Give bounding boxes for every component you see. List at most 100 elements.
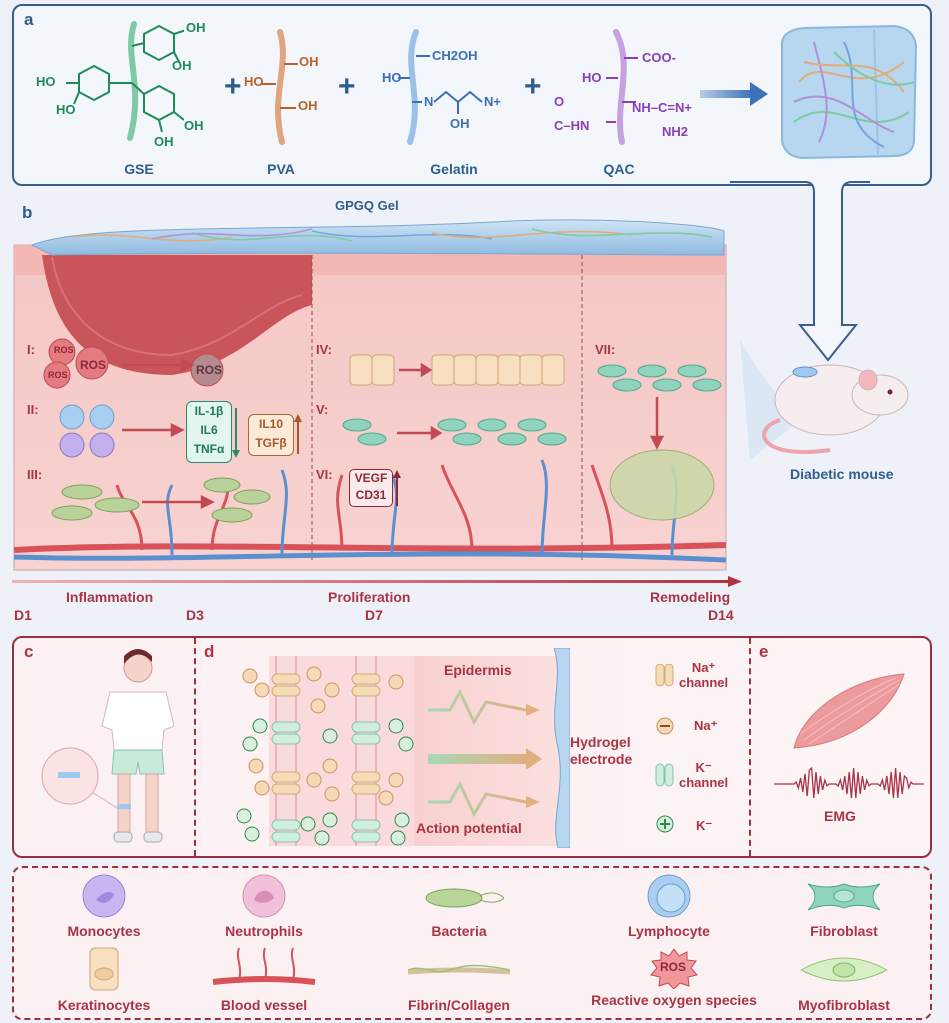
phase-label: Inflammation	[66, 589, 154, 605]
legend-label: Reactive oxygen species	[591, 992, 757, 1008]
qac-group: COO-	[642, 50, 676, 65]
panel-letter-e: e	[759, 642, 769, 661]
flow-arrow-icon	[730, 181, 870, 362]
reaction-arrow-icon	[700, 82, 768, 106]
legend-label: Myofibroblast	[798, 997, 890, 1013]
marker: CD31	[355, 488, 387, 502]
panel-a: a OH OH HO HO OH OH GSE + OH HO OH PVA +	[12, 4, 932, 186]
gelatin-group: OH	[450, 116, 470, 131]
plus-sign: +	[524, 70, 542, 103]
cytokine: IL10	[258, 417, 283, 431]
divider	[194, 638, 196, 856]
action-potential-label: Action potential	[416, 820, 522, 836]
epidermis-region	[414, 656, 564, 846]
day-label: D1	[14, 607, 32, 623]
qac-label: QAC	[603, 161, 635, 177]
gse-group: OH	[154, 134, 174, 149]
monocyte-icon	[82, 874, 126, 918]
qac-group: O	[554, 94, 565, 109]
legend-label: Blood vessel	[220, 997, 308, 1013]
pro-inflammatory-box: IL-1β IL6 TNFα	[186, 401, 232, 463]
legend-item-monocytes: Monocytes	[19, 874, 189, 939]
gse-group: OH	[172, 58, 192, 73]
neutrophil-icon	[242, 874, 286, 918]
angiogenesis-box: VEGF CD31	[349, 469, 393, 507]
legend: Monocytes Neutrophils Bacteria Lymphocyt…	[12, 866, 932, 1020]
legend-item-ros: ROS Reactive oxygen species	[574, 946, 774, 1008]
qac-group: HO	[582, 70, 602, 85]
legend-item-fibroblast: Fibroblast	[759, 874, 929, 939]
qac-group: NH2	[662, 124, 689, 139]
plus-sign: +	[338, 70, 356, 103]
legend-label: Fibrin/Collagen	[408, 997, 510, 1013]
gelatin-group: HO	[382, 70, 402, 85]
day-label: D7	[365, 607, 383, 623]
legend-item-keratinocytes: Keratinocytes	[19, 946, 189, 1013]
qac-group: NH–C=N+	[632, 100, 692, 115]
electrode-label: Hydrogel electrode	[570, 734, 632, 768]
plus-sign: +	[224, 70, 242, 103]
electrode-label-line: Hydrogel	[570, 734, 631, 750]
ros-burst-icon	[650, 949, 698, 989]
cytokine: TGFβ	[255, 436, 287, 450]
ros-text: ROS	[54, 345, 74, 355]
myofibroblast-icon	[799, 957, 889, 982]
fibroblast-icon	[807, 883, 881, 911]
legend-label: Lymphocyte	[628, 923, 710, 939]
day-label: D3	[186, 607, 204, 623]
person-with-electrode-icon	[41, 649, 175, 843]
anti-inflammatory-box: IL10 TGFβ	[248, 414, 294, 456]
panel-letter-a: a	[24, 10, 34, 29]
lymphocyte-icon	[647, 874, 691, 918]
gelatin-chain	[398, 29, 483, 145]
pva-group: HO	[244, 74, 264, 89]
cytokine: TNFα	[193, 442, 225, 456]
hydrogel-electrode-icon	[553, 648, 570, 848]
stage-label: IV:	[316, 342, 332, 357]
pva-label: PVA	[267, 161, 295, 177]
key-label: channel	[679, 775, 729, 790]
gse-label: GSE	[124, 161, 154, 177]
qac-chain	[606, 29, 638, 145]
ros-text: ROS	[80, 358, 107, 372]
key-label: channel	[679, 675, 729, 690]
stage-label: II:	[27, 402, 39, 417]
wound-tissue-diagram	[13, 219, 727, 571]
up-arrow-icon	[393, 470, 401, 506]
phase-label: Remodeling	[650, 589, 731, 605]
legend-item-bacteria: Bacteria	[374, 874, 544, 939]
gelatin-group: CH2OH	[432, 48, 478, 63]
gse-group: OH	[184, 118, 204, 133]
down-arrow-icon	[232, 408, 240, 458]
gse-group: HO	[56, 102, 76, 117]
emg-signal-icon	[774, 766, 924, 799]
legend-item-lymphocyte: Lymphocyte	[584, 874, 754, 939]
key-k-ion: K⁻	[696, 818, 713, 833]
gse-group: HO	[36, 74, 56, 89]
legend-label: Fibroblast	[810, 923, 878, 939]
divider	[749, 638, 751, 856]
panel-letter-c: c	[24, 642, 34, 661]
key-na-channel: Na⁺ channel	[679, 660, 728, 690]
stage-label: VII:	[595, 342, 616, 357]
legend-item-myofibroblast: Myofibroblast	[759, 946, 929, 1013]
gelatin-group: N	[424, 94, 434, 109]
stage-label: V:	[316, 402, 329, 417]
bacteria-icon	[425, 888, 505, 908]
key-label: K⁻	[695, 760, 712, 775]
epidermis-label: Epidermis	[444, 662, 512, 678]
mouse-label: Diabetic mouse	[790, 466, 894, 482]
ros-badge: ROS	[660, 960, 687, 974]
ion-key-icons	[655, 664, 674, 833]
panel-cde: c d e Epidermis Action potential Hydroge…	[12, 636, 932, 858]
stage-label: VI:	[316, 467, 333, 482]
blood-vessel-icon	[212, 947, 316, 985]
pva-group: OH	[298, 98, 318, 113]
gse-group: OH	[186, 20, 206, 35]
pva-group: OH	[299, 54, 319, 69]
signal-arrows-icon	[428, 688, 542, 818]
fibrin-collagen-icon	[407, 964, 511, 975]
legend-label: Keratinocytes	[57, 997, 151, 1013]
cytokine: IL6	[200, 423, 218, 437]
gel-label: GPGQ Gel	[335, 198, 399, 213]
